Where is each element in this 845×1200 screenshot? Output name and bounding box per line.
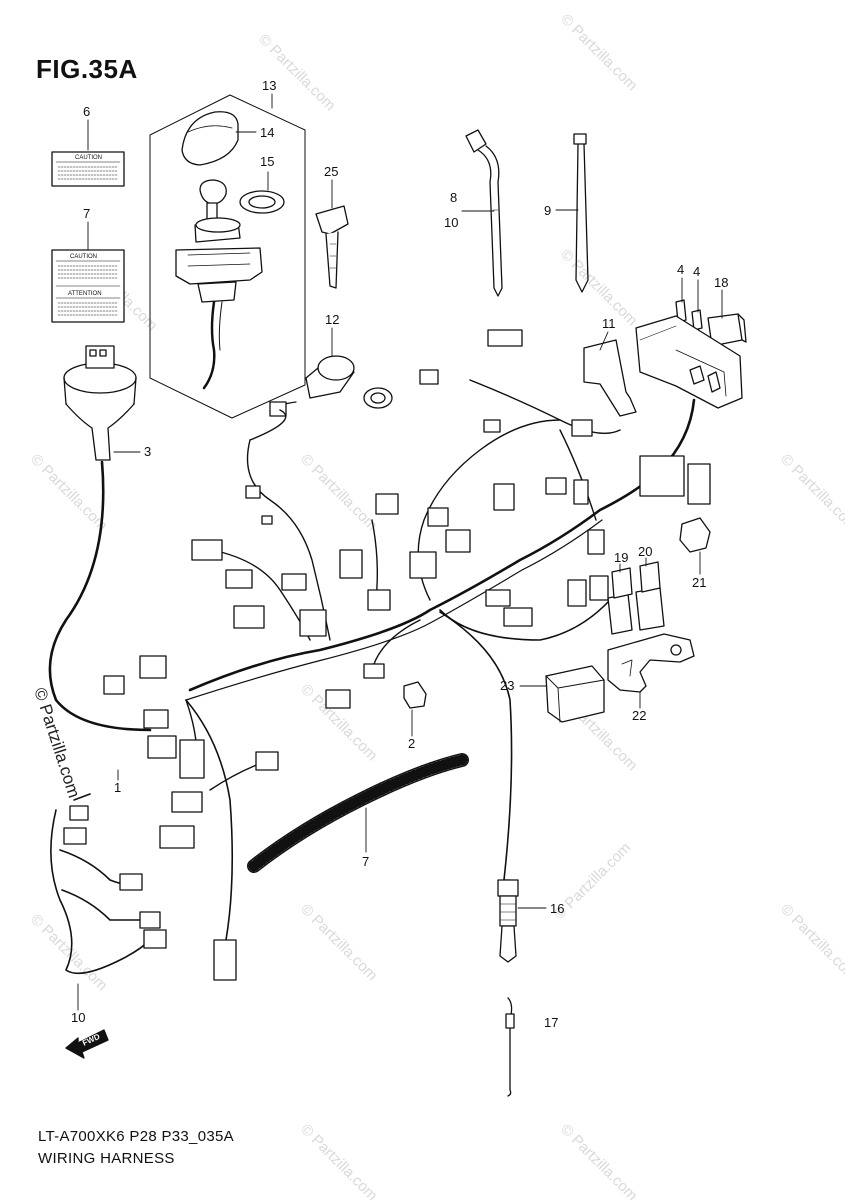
fuses-and-relay xyxy=(675,299,747,347)
ignition-key xyxy=(315,205,349,289)
ignition-switch-assembly xyxy=(149,94,306,419)
watermark: © Partzilla.com xyxy=(297,901,380,984)
small-coupler xyxy=(403,681,427,709)
caution-small-text: CAUTION xyxy=(75,155,102,161)
watermark: © Partzilla.com xyxy=(297,451,380,534)
diagram-caption: WIRING HARNESS xyxy=(38,1150,175,1167)
figure-title: FIG.35A xyxy=(36,54,138,84)
callout-21: 20 xyxy=(638,544,652,559)
caution-label-small: CAUTION xyxy=(51,151,125,187)
watermark: © Partzilla.com xyxy=(557,11,640,94)
main-switch xyxy=(48,345,152,732)
sensor-probe xyxy=(505,997,515,1097)
callout-10: 10 xyxy=(444,215,458,230)
caution-large-text: CAUTION xyxy=(70,254,97,260)
callout-17: 16 xyxy=(550,901,564,916)
couplers-20-21-22 xyxy=(607,517,711,635)
callout-14: 13 xyxy=(262,78,276,93)
callout-9: 9 xyxy=(544,203,551,218)
callout-8: 8 xyxy=(450,190,457,205)
callout-25: 25 xyxy=(324,164,338,179)
accessory-socket xyxy=(269,355,393,417)
callout-5: 7 xyxy=(362,854,369,869)
callout-3: 3 xyxy=(144,444,151,459)
mounting-bracket xyxy=(607,633,695,693)
callout-7: 7 xyxy=(83,206,90,221)
watermark: © Partzilla.com xyxy=(27,451,110,534)
callout-15: 14 xyxy=(260,125,274,140)
callout-20: 19 xyxy=(614,550,628,565)
callout-4: 4 xyxy=(693,264,700,279)
attention-text: ATTENTION xyxy=(68,291,102,297)
relay xyxy=(545,665,605,723)
callout-2: 2 xyxy=(408,736,415,751)
callout-13: 12 xyxy=(325,312,339,327)
callout-1: 1 xyxy=(114,780,121,795)
callout-11: 10 xyxy=(71,1010,85,1025)
corrugated-tube xyxy=(247,753,469,873)
oxygen-sensor xyxy=(497,879,519,963)
callout-18: 17 xyxy=(544,1015,558,1030)
callout-12: 11 xyxy=(602,316,616,331)
fuse-box xyxy=(583,315,743,417)
callout-4: 4 xyxy=(677,262,684,277)
callout-19: 18 xyxy=(714,275,728,290)
callout-6: 6 xyxy=(83,104,90,119)
callout-numbers: 6 7 13 14 15 25 12 8 10 9 4 4 18 11 3 19… xyxy=(71,78,728,1030)
watermark: © Partzilla.com xyxy=(255,31,338,114)
callout-23: 22 xyxy=(632,708,646,723)
leader-lines xyxy=(77,93,723,1011)
callout-16: 15 xyxy=(260,154,274,169)
cable-tie-8-10 xyxy=(465,129,503,297)
model-code: LT-A700XK6 P28 P33_035A xyxy=(38,1128,234,1145)
forward-arrow-icon: FWD xyxy=(65,1029,109,1059)
watermark: © Partzilla.com xyxy=(777,901,845,984)
watermark: © Partzilla.com xyxy=(557,246,640,329)
callout-22: 21 xyxy=(692,575,706,590)
cable-tie-9 xyxy=(573,133,589,293)
harness-connectors xyxy=(63,329,711,981)
watermark: © Partzilla.com xyxy=(557,1121,640,1200)
watermark: © Partzilla.com xyxy=(777,451,845,534)
callout-24: 23 xyxy=(500,678,514,693)
caution-label-large: CAUTION ATTENTION xyxy=(51,249,125,323)
watermark: © Partzilla.com xyxy=(297,1121,380,1200)
